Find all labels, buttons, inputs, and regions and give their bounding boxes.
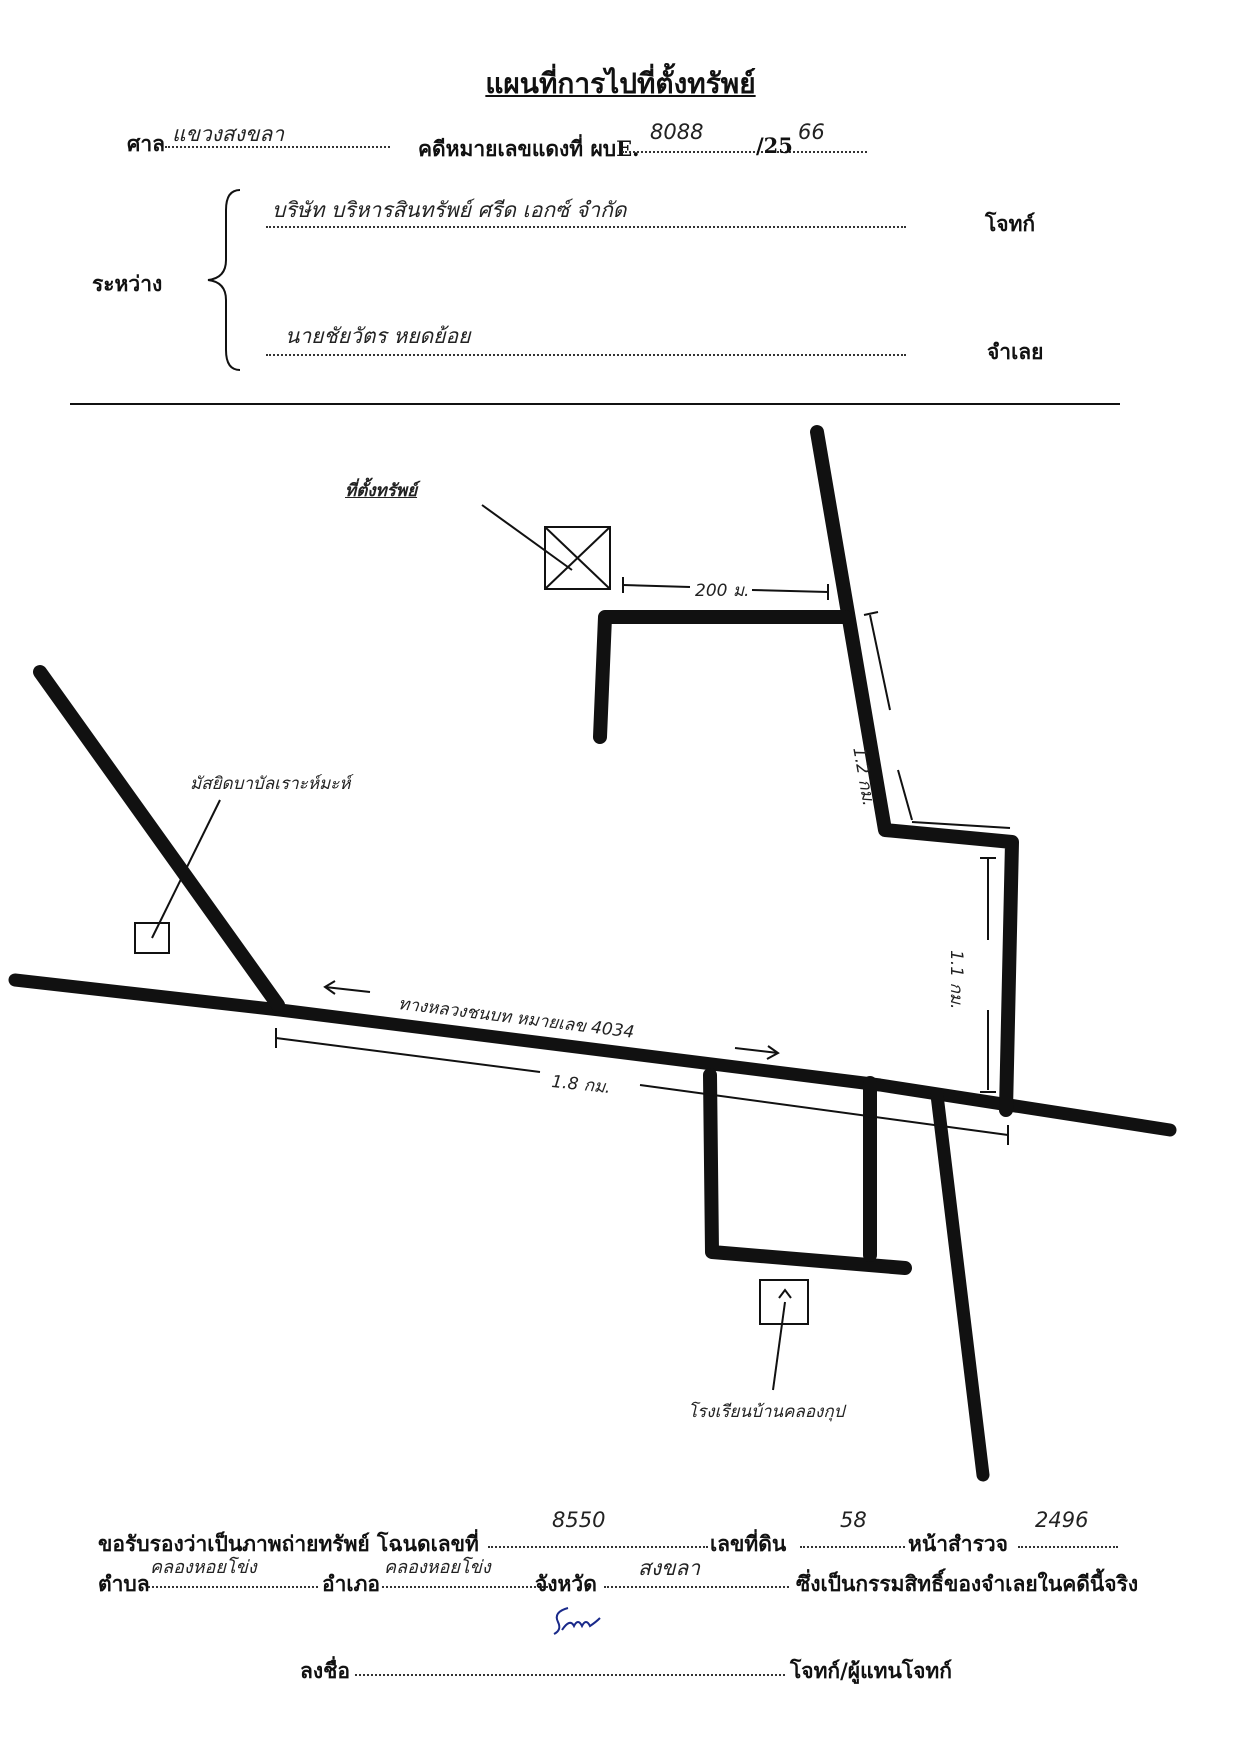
mosque-label: มัสยิดบาบัลเราะห์มะห์ — [190, 774, 351, 794]
defendant-field — [266, 330, 906, 356]
subdistrict-label: ตำบล — [98, 1571, 150, 1596]
mosque-pointer — [151, 799, 221, 939]
land-number: 58 — [840, 1508, 867, 1532]
sign-field — [355, 1650, 785, 1676]
plaintiff-label: โจทก์ — [985, 211, 1036, 236]
main-road — [8, 973, 1177, 1137]
province-value: สงขลา — [638, 1556, 701, 1580]
property-label: ที่ตั้งทรัพย์ — [345, 481, 418, 501]
south-road-2 — [930, 1088, 990, 1482]
school-label: โรงเรียนบ้านคลองกุป — [688, 1402, 845, 1422]
case-year-prefix: /25 — [756, 133, 793, 158]
header-divider — [70, 403, 1120, 405]
north-road — [810, 425, 1019, 1117]
dimension-18km — [275, 1028, 1009, 1145]
parties-brace — [207, 189, 241, 371]
survey-page-field — [1018, 1522, 1118, 1548]
deed-number: 8550 — [552, 1508, 606, 1532]
land-number-field — [800, 1522, 905, 1548]
survey-page: 2496 — [1035, 1508, 1089, 1532]
case-label: คดีหมายเลขแดงที่ ผบE. — [418, 136, 640, 161]
plaintiff-field — [266, 202, 906, 228]
sign-label: ลงชื่อ — [300, 1658, 350, 1683]
deed-field — [488, 1522, 708, 1548]
property-pointer — [481, 504, 573, 571]
distance-11km-label: 1.1 กม. — [946, 950, 966, 1010]
land-number-label: เลขที่ดิน — [710, 1531, 787, 1556]
district-field — [382, 1562, 552, 1588]
between-label: ระหว่าง — [92, 271, 163, 296]
plaintiff-name: บริษัท บริหารสินทรัพย์ ศรีด เอกซ์ จำกัด — [272, 198, 627, 222]
ownership-text: ซึ่งเป็นกรรมสิทธิ์ของจำเลยในคดีนี้จริง — [796, 1571, 1139, 1596]
direction-arrows — [323, 980, 780, 1060]
district-value: คลองหอยโข่ง — [384, 1557, 491, 1578]
certify-label: ขอรับรองว่าเป็นภาพถ่ายทรัพย์ โฉนดเลขที่ — [98, 1531, 479, 1556]
school-pointer — [772, 1301, 786, 1391]
property-branch-road — [593, 610, 852, 744]
mosque-marker-icon — [134, 922, 170, 954]
subdistrict-field — [148, 1562, 318, 1588]
dimension-12km — [863, 611, 913, 821]
school-marker-icon — [759, 1279, 809, 1325]
document-title: แผนที่การไปที่ตั้งทรัพย์ — [485, 67, 756, 100]
defendant-label: จำเลย — [987, 339, 1044, 364]
signer-role: โจทก์/ผู้แทนโจทก์ — [790, 1658, 952, 1683]
case-number: 8088 — [650, 120, 704, 144]
case-year: 66 — [798, 120, 825, 144]
defendant-name: นายชัยวัตร หยดย้อย — [285, 324, 471, 348]
district-label: อำเภอ — [322, 1571, 381, 1596]
province-label: จังหวัด — [535, 1571, 597, 1596]
property-marker-icon — [544, 526, 611, 590]
distance-200m-label: 200 ม. — [695, 581, 750, 601]
diagonal-road — [33, 665, 285, 1012]
court-label: ศาล — [127, 131, 165, 156]
case-field — [622, 127, 867, 153]
province-field — [604, 1562, 789, 1588]
dimension-200m — [622, 577, 829, 600]
subdistrict-value: คลองหอยโข่ง — [150, 1557, 257, 1578]
court-field — [165, 122, 390, 148]
south-loop-road — [703, 1068, 912, 1275]
survey-page-label: หน้าสำรวจ — [908, 1531, 1008, 1556]
signature-mark — [553, 1607, 601, 1635]
court-value: แขวงสงขลา — [172, 122, 285, 146]
dimension-11km — [911, 821, 1011, 1093]
